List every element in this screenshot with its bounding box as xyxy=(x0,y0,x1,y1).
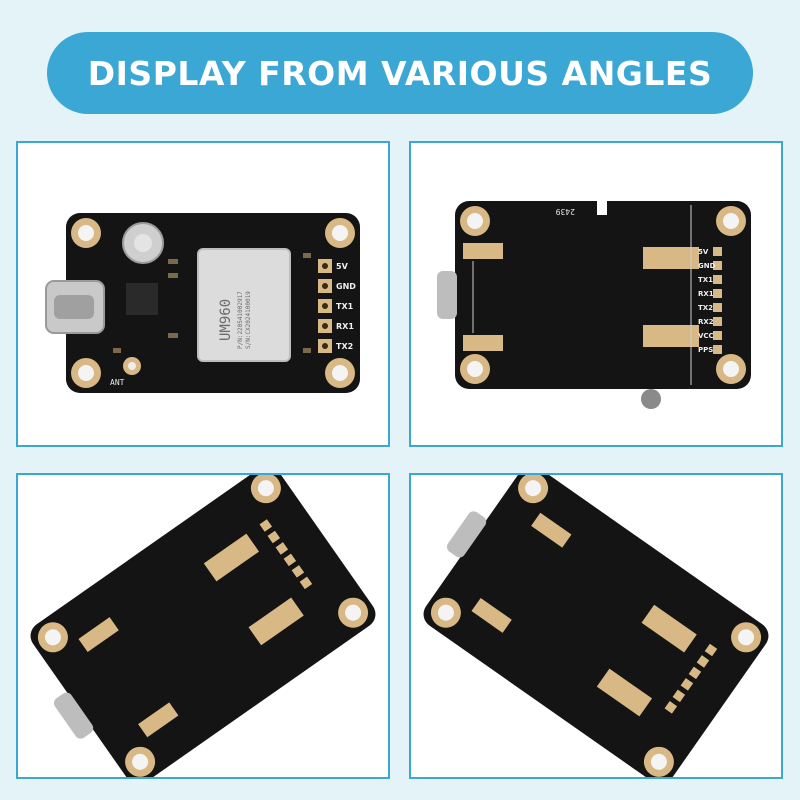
back-pin-label: RX1 xyxy=(698,290,714,298)
back-pin-label: TX1 xyxy=(698,276,713,284)
front-pin-label: GND xyxy=(336,282,356,291)
module-label: UM960 xyxy=(218,299,234,341)
banner-title: DISPLAY FROM VARIOUS ANGLES xyxy=(87,53,713,93)
pcb-front-image: UM960 P/N:220541002917 S/N:CX2024100019 … xyxy=(45,213,360,393)
back-pin-label: PPS xyxy=(698,346,713,354)
photo-angled-left xyxy=(16,473,390,779)
date-code: 2439 xyxy=(556,207,575,216)
photo-front-view: UM960 P/N:220541002917 S/N:CX2024100019 … xyxy=(16,141,390,447)
photo-angled-right xyxy=(409,473,783,779)
pcb-angled-right-image xyxy=(423,475,769,777)
front-pin-label: TX2 xyxy=(336,342,353,351)
module-pn: P/N:220541002917 xyxy=(237,291,244,349)
front-pin-label: RX1 xyxy=(336,322,354,331)
back-pin-label: TX2 xyxy=(698,304,713,312)
front-pin-label: TX1 xyxy=(336,302,354,311)
front-pin-label: 5V xyxy=(336,262,349,271)
back-pin-label: RX2 xyxy=(698,318,714,326)
pcb-angled-left-image xyxy=(30,475,376,777)
module-sn: S/N:CX2024100019 xyxy=(245,291,252,349)
back-pin-label: VCC xyxy=(698,332,714,340)
title-banner: DISPLAY FROM VARIOUS ANGLES xyxy=(47,32,753,114)
ant-label: ANT xyxy=(110,378,125,387)
back-pin-label: GND xyxy=(698,262,716,270)
back-pin-label: 5V xyxy=(698,248,709,256)
